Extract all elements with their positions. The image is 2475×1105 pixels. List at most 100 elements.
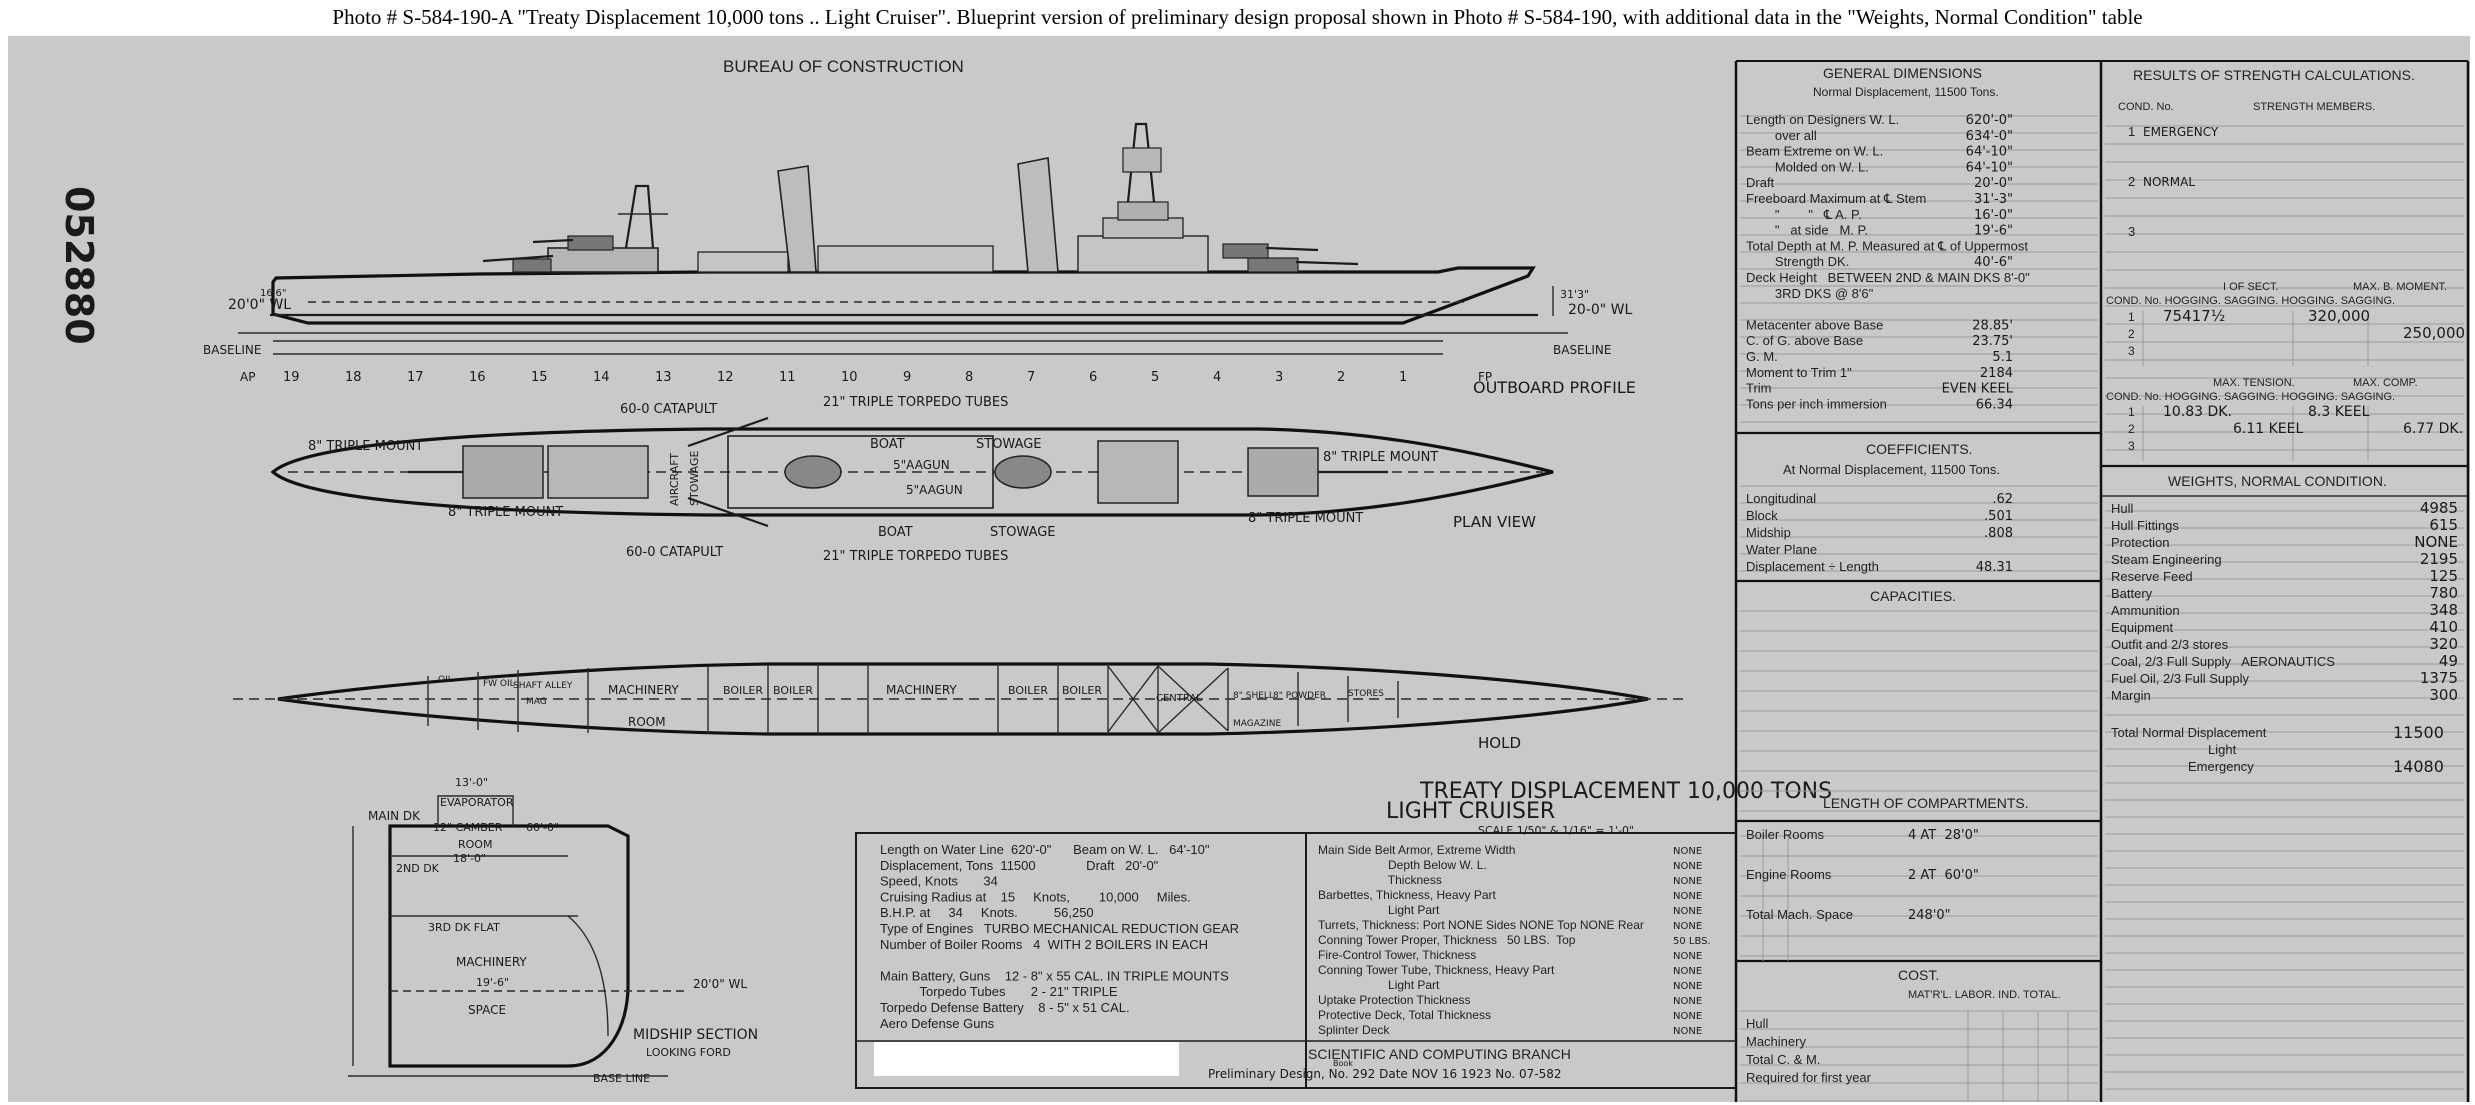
station-number: 4 — [1213, 370, 1221, 385]
weight-row-label: Hull — [2111, 501, 2134, 516]
armor-line-label: Conning Tower Proper, Thickness 50 LBS. … — [1318, 933, 1576, 947]
aft-deckhouse — [547, 247, 659, 273]
armor-line-label: Light Part — [1318, 978, 1440, 992]
bureau-header: BUREAU OF CONSTRUCTION — [723, 57, 964, 76]
gd-row-value: 66.34 — [1976, 397, 2013, 412]
station-number: 1 — [1399, 370, 1407, 385]
coef-row-label: Block — [1746, 508, 1778, 523]
gd-row-value: 23.75' — [1972, 334, 2013, 349]
aft-mount-bottom-label: 8" TRIPLE MOUNT — [448, 505, 563, 520]
moi-cell: 75417½ — [2163, 307, 2225, 325]
station-number: 5 — [1151, 370, 1159, 385]
weight-row-label: Outfit and 2/3 stores — [2111, 637, 2229, 652]
strength-cond-member: NORMAL — [2143, 175, 2195, 189]
weight-row-label: Ammunition — [2111, 603, 2180, 618]
particulars-lines: Length on Water Line 620'-0" Beam on W. … — [880, 842, 1239, 1031]
hold-room-1: ROOM — [628, 715, 666, 729]
midship-subtitle: LOOKING FORD — [646, 1046, 731, 1059]
coef-row-label: Midship — [1746, 525, 1791, 540]
weight-row-value: 615 — [2429, 516, 2458, 534]
stowage-top-label: STOWAGE — [976, 437, 1042, 452]
torpedo-bottom-label: 21" TRIPLE TORPEDO TUBES — [823, 549, 1008, 564]
station-number: 16 — [469, 370, 486, 385]
armor-line-label: Splinter Deck — [1318, 1023, 1390, 1037]
right-panels — [1734, 60, 2470, 1102]
coef-row-value: .808 — [1984, 526, 2013, 541]
boat-top-label: BOAT — [870, 437, 905, 452]
outboard-profile-label: OUTBOARD PROFILE — [1473, 378, 1636, 397]
hold-magazine: MAGAZINE — [1233, 719, 1281, 729]
weight-row-label: Protection — [2111, 535, 2170, 550]
strength-title: RESULTS OF STRENGTH CALCULATIONS. — [2133, 67, 2415, 83]
fp-label: FP — [1478, 370, 1492, 384]
aft-triple-mount-plan — [462, 445, 544, 499]
gd-row-value: 16'-0" — [1974, 208, 2013, 223]
station-number: 9 — [903, 370, 911, 385]
blueprint-drawing: 052880 BUREAU OF CONSTRUCTION — [57, 57, 2470, 1102]
coefficients-subtitle: At Normal Displacement, 11500 Tons. — [1783, 462, 2000, 477]
midship-room-label: ROOM — [458, 838, 492, 851]
moi-cell: 2 — [2128, 327, 2135, 341]
aft-turret-upper — [567, 235, 614, 251]
main-dk-label: MAIN DK — [368, 809, 421, 823]
armor-line-value: NONE — [1673, 846, 1702, 857]
tension-cell: 2 — [2128, 422, 2135, 436]
gd-row-value: 620'-0" — [1966, 113, 2013, 128]
compartments-title: LENGTH OF COMPARTMENTS. — [1823, 795, 2029, 811]
general-dimensions-title: GENERAL DIMENSIONS — [1823, 65, 1982, 81]
weights-title: WEIGHTS, NORMAL CONDITION. — [2168, 473, 2387, 489]
weight-row-value: 4985 — [2420, 499, 2458, 517]
catapult-top-line — [687, 416, 769, 448]
armor-line-value: NONE — [1673, 921, 1702, 932]
armor-line-label: Thickness — [1318, 873, 1442, 887]
midship-machinery-label: MACHINERY — [456, 955, 527, 969]
armor-line-value: NONE — [1673, 951, 1702, 962]
station-number: 6 — [1089, 370, 1097, 385]
foretop — [1122, 147, 1162, 173]
armor-line-value: NONE — [1673, 876, 1702, 887]
width-13-label: 13'-0" — [455, 776, 488, 789]
hold-machinery-2: MACHINERY — [886, 683, 957, 697]
armor-line-label: Depth Below W. L. — [1318, 858, 1487, 872]
station-number: 3 — [1275, 370, 1283, 385]
fore-funnel-plan — [994, 455, 1052, 489]
gd-row-value: 40'-6" — [1974, 255, 2013, 270]
catapult-top-label: 60-0 CATAPULT — [620, 402, 717, 417]
scb-title: SCIENTIFIC AND COMPUTING BRANCH — [1308, 1046, 1571, 1062]
armor-line-label: Fire-Control Tower, Thickness — [1318, 948, 1476, 962]
weight-row-value: 348 — [2429, 601, 2458, 619]
particulars-table — [855, 832, 1737, 1089]
gd-row-label: G. M. — [1746, 349, 1778, 364]
draft-label: 16'6" — [260, 288, 286, 299]
station-number: 10 — [841, 370, 858, 385]
hold-boiler-3: BOILER — [1008, 684, 1048, 697]
gd-row-label: Metacenter above Base — [1746, 317, 1883, 332]
midship-width-label: 19'-6" — [476, 976, 509, 989]
station-number: 15 — [531, 370, 548, 385]
strength-cond-number: 3 — [2128, 224, 2135, 239]
hold-shaft-alley: SHAFT ALLEY — [513, 681, 573, 691]
coef-row-label: Water Plane — [1746, 542, 1817, 557]
armor-line-value: NONE — [1673, 1011, 1702, 1022]
gd-row-value: 64'-10" — [1966, 160, 2013, 175]
fire-control-top — [1117, 201, 1169, 221]
aft-hangar — [697, 251, 789, 273]
gd-row-label: Trim — [1746, 381, 1772, 396]
weight-row-label: Coal, 2/3 Full Supply AERONAUTICS — [2111, 654, 2335, 669]
camber-label: 12" CAMBER — [433, 821, 503, 834]
comp-row-label: Total Mach. Space — [1746, 907, 1853, 922]
bridge-upper — [1102, 217, 1184, 239]
particulars-line: B.H.P. at 34 Knots. 56,250 — [880, 905, 1094, 920]
redaction-box — [874, 1042, 1179, 1076]
weight-row-value: 49 — [2439, 652, 2458, 670]
aft-funnel-plan — [784, 455, 842, 489]
weights-emergency-value: 14080 — [2393, 757, 2444, 776]
wl-left: 20'0" WL — [228, 297, 291, 313]
gd-row-label: Length on Designers W. L. — [1746, 112, 1899, 127]
strength-cond-member: EMERGENCY — [2143, 125, 2219, 139]
particulars-line: Number of Boiler Rooms 4 WITH 2 BOILERS … — [880, 937, 1208, 952]
fwd-turret-upper — [1222, 243, 1269, 259]
bridge-plan — [1097, 440, 1179, 504]
